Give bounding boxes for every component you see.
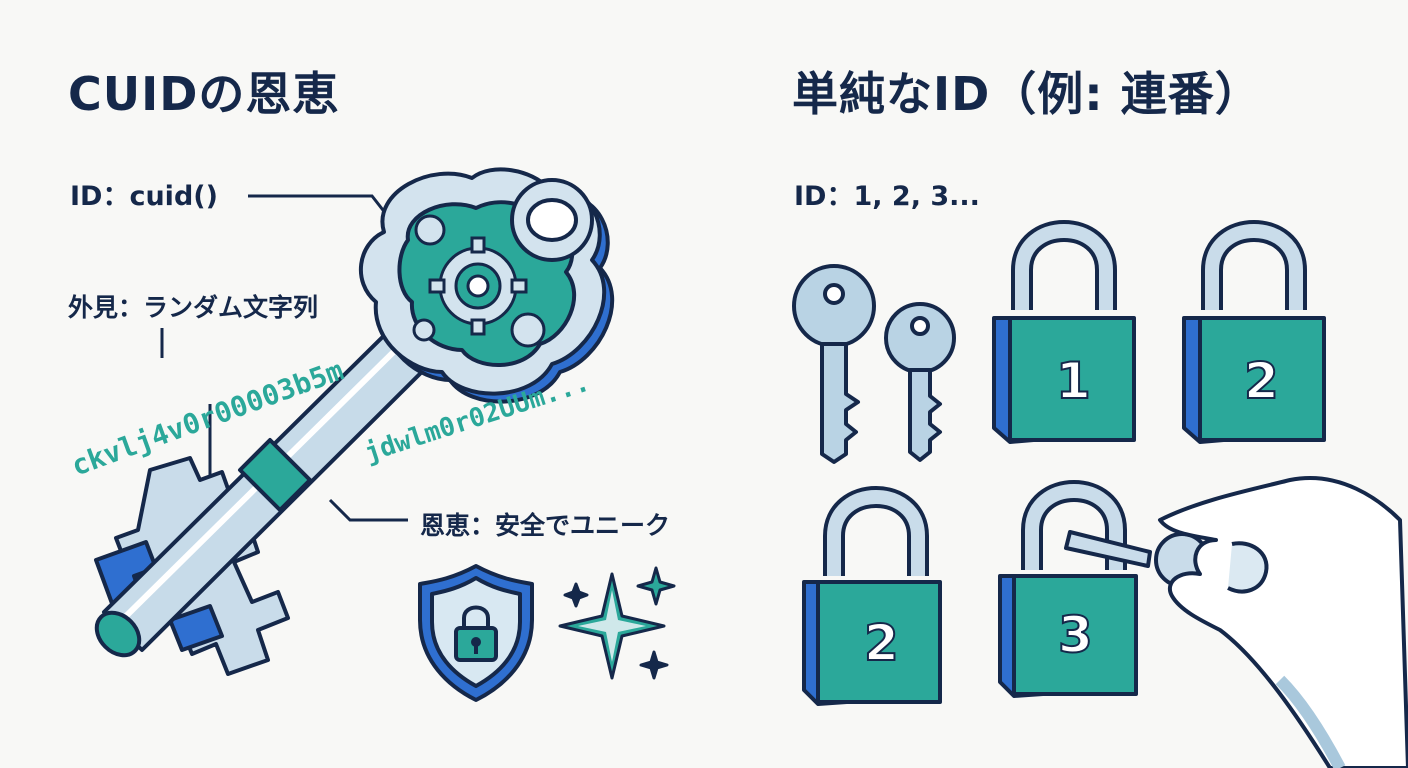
hand-icon	[1158, 476, 1408, 768]
padlock-4-number: 3	[1057, 605, 1094, 665]
left-title: CUIDの恩恵	[68, 67, 340, 121]
shield-icon	[418, 564, 534, 702]
id-cuid-label: ID：cuid()	[70, 181, 218, 212]
padlock-1-number: 1	[1055, 351, 1092, 411]
padlock-2-number: 2	[1243, 351, 1280, 411]
sparkle-icon	[558, 566, 676, 680]
padlock-3	[802, 486, 942, 706]
right-title: 単純なID（例: 連番）	[792, 67, 1262, 121]
padlock-1	[992, 220, 1136, 444]
benefit-label: 恩恵：安全でユニーク	[420, 511, 671, 540]
id-sequential-label: ID：1, 2, 3...	[794, 181, 980, 212]
simple-key-icon	[792, 264, 876, 464]
simple-key-icon	[884, 302, 956, 462]
padlock-2	[1182, 220, 1326, 444]
padlock-4	[998, 480, 1138, 698]
appearance-label: 外見：ランダム文字列	[68, 293, 319, 322]
padlock-3-number: 2	[863, 613, 900, 673]
gear-icon	[412, 214, 546, 348]
